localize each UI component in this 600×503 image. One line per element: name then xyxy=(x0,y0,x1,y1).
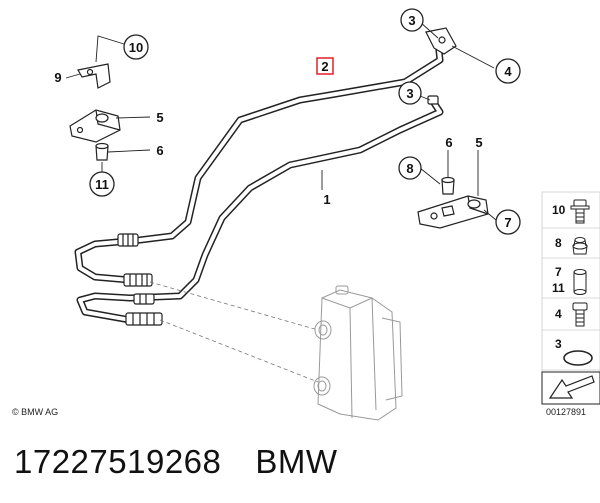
svg-text:6: 6 xyxy=(445,135,452,150)
part-footer: 17227519268 BMW xyxy=(14,440,584,484)
clip-5-left xyxy=(69,109,121,143)
callout-1[interactable]: 1 xyxy=(323,192,330,207)
connector-3-lower xyxy=(427,95,439,105)
parts-diagram: 10 9 5 6 11 3 2 4 3 6 xyxy=(12,8,600,421)
callout-3-lower[interactable]: 3 xyxy=(398,81,422,105)
svg-text:10: 10 xyxy=(552,203,566,217)
callout-5-right[interactable]: 5 xyxy=(475,135,482,150)
svg-text:4: 4 xyxy=(504,64,512,79)
oil-cooler-lines xyxy=(74,38,444,324)
callout-6-right[interactable]: 6 xyxy=(445,135,452,150)
callout-3-top[interactable]: 3 xyxy=(400,8,424,32)
parts-legend: 10 8 7 11 xyxy=(541,191,600,405)
callout-4[interactable]: 4 xyxy=(495,58,521,84)
brand-name: BMW xyxy=(255,443,338,480)
svg-text:10: 10 xyxy=(129,40,143,55)
svg-text:9: 9 xyxy=(54,70,61,85)
bracket-7 xyxy=(417,195,489,229)
callout-11[interactable]: 11 xyxy=(89,171,115,197)
grommet-6-left xyxy=(95,142,109,161)
leader-lines xyxy=(65,21,497,221)
dashed-guides xyxy=(149,281,319,383)
svg-text:5: 5 xyxy=(475,135,482,150)
bolt-flange-icon xyxy=(570,199,590,224)
bracket-9 xyxy=(77,63,111,89)
legend-item-7-11[interactable]: 7 11 xyxy=(552,265,587,295)
svg-text:3: 3 xyxy=(555,337,562,351)
callout-10[interactable]: 10 xyxy=(123,34,149,60)
legend-item-4[interactable]: 4 xyxy=(555,302,588,327)
svg-text:3: 3 xyxy=(406,86,413,101)
svg-text:8: 8 xyxy=(406,161,413,176)
svg-text:1: 1 xyxy=(323,192,330,207)
callout-7[interactable]: 7 xyxy=(495,209,521,235)
part-number: 17227519268 xyxy=(14,443,222,480)
catalog-code-label: 00127891 xyxy=(546,407,586,417)
svg-text:2: 2 xyxy=(321,59,328,74)
svg-text:5: 5 xyxy=(156,110,163,125)
callout-8[interactable]: 8 xyxy=(398,156,422,180)
legend-item-10[interactable]: 10 xyxy=(552,199,590,224)
svg-text:3: 3 xyxy=(408,13,415,28)
callout-9[interactable]: 9 xyxy=(54,70,61,85)
grommet-6-right xyxy=(441,176,455,195)
svg-text:4: 4 xyxy=(555,307,562,321)
copyright-label: © BMW AG xyxy=(12,407,58,417)
svg-text:7: 7 xyxy=(555,265,562,279)
svg-text:6: 6 xyxy=(156,143,163,158)
legend-item-3[interactable]: 3 xyxy=(555,337,593,366)
o-ring-icon xyxy=(563,350,593,366)
bolt-icon xyxy=(572,302,588,327)
grommet-icon xyxy=(572,237,588,255)
rubber-mount-icon xyxy=(573,269,587,295)
svg-text:11: 11 xyxy=(95,177,109,192)
svg-text:8: 8 xyxy=(555,236,562,250)
oil-cooler xyxy=(313,285,403,421)
callouts: 10 9 5 6 11 3 2 4 3 6 xyxy=(54,8,521,235)
callout-6-left[interactable]: 6 xyxy=(156,143,163,158)
svg-text:7: 7 xyxy=(504,215,511,230)
callout-5-left[interactable]: 5 xyxy=(156,110,163,125)
svg-text:11: 11 xyxy=(552,281,565,295)
callout-2-highlighted[interactable]: 2 xyxy=(316,57,334,75)
hose-fittings xyxy=(117,233,163,326)
next-arrow-icon[interactable] xyxy=(541,371,600,405)
legend-item-8[interactable]: 8 xyxy=(555,236,588,255)
